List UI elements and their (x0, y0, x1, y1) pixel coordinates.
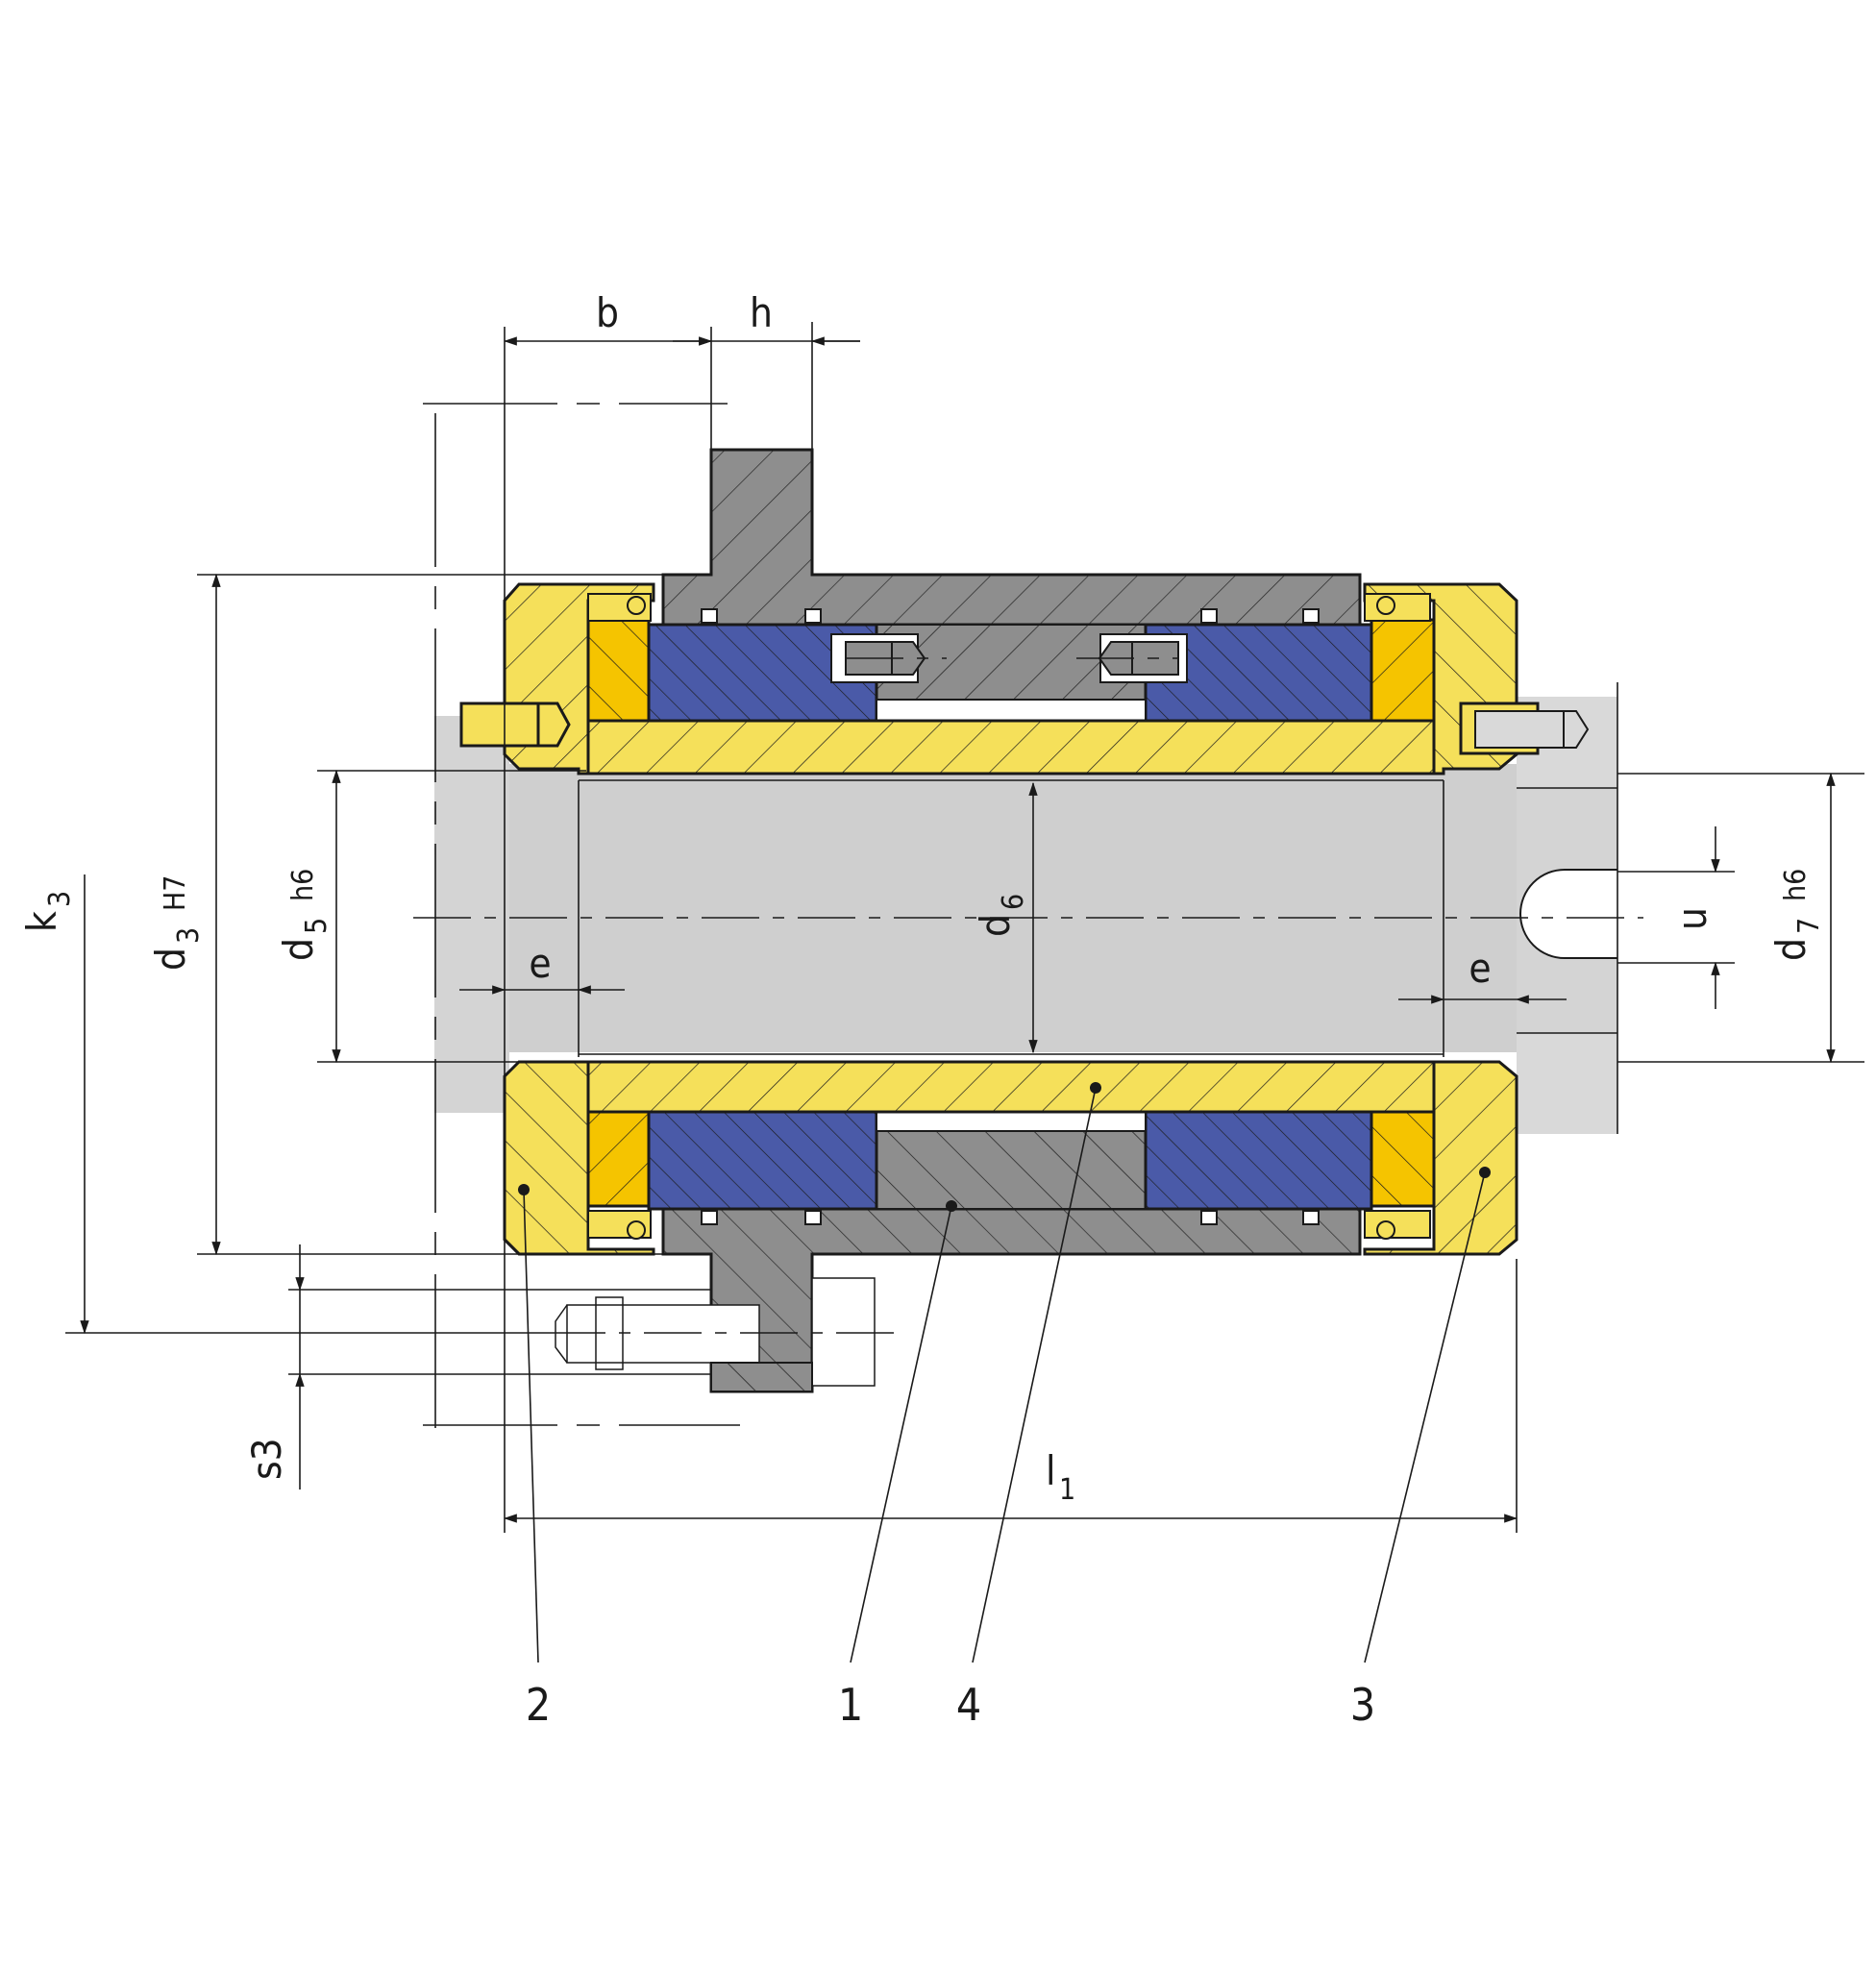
gland-left-part-2 (459, 582, 655, 1256)
svg-text:H7: H7 (159, 875, 192, 911)
svg-text:3: 3 (43, 891, 77, 907)
label-b: b (596, 289, 619, 336)
svg-text:d: d (972, 914, 1019, 937)
key-slot (1519, 869, 1617, 959)
svg-text:u: u (1668, 907, 1716, 930)
label-e-left: e (529, 940, 551, 987)
svg-text:d: d (147, 948, 194, 971)
shaft (434, 697, 1617, 1134)
callout-part-2: 2 (526, 1679, 551, 1731)
dimension-labels: b h k 3 d 3 H7 d 5 h6 d 6 d 7 h6 u s3 (18, 289, 1826, 1507)
dimension-lines (65, 322, 1864, 1533)
label-d3: d 3 H7 (147, 875, 206, 971)
svg-text:d: d (1767, 938, 1814, 961)
svg-text:5: 5 (300, 918, 333, 934)
mounting-bolt (555, 1277, 876, 1392)
svg-text:k: k (18, 911, 65, 932)
shaft-left-end (434, 716, 509, 1113)
label-s3: s3 (243, 1438, 290, 1480)
label-e-right: e (1469, 945, 1491, 992)
label-d7: d 7 h6 (1767, 869, 1826, 961)
svg-text:h6: h6 (1779, 869, 1813, 901)
label-d5: d 5 h6 (275, 869, 333, 961)
callout-part-4: 4 (956, 1679, 981, 1731)
label-l1: l 1 (1046, 1447, 1075, 1507)
callout-part-1: 1 (838, 1679, 863, 1731)
svg-text:d: d (275, 938, 322, 961)
callout-part-3: 3 (1350, 1679, 1375, 1731)
svg-text:s3: s3 (243, 1438, 290, 1480)
svg-text:h6: h6 (286, 869, 320, 901)
center-lines (413, 413, 1643, 1441)
label-u: u (1668, 907, 1716, 930)
set-screws-upper (830, 633, 1188, 1132)
gland-right-part-3 (1363, 582, 1590, 1256)
svg-text:7: 7 (1792, 918, 1826, 934)
svg-text:l: l (1046, 1447, 1056, 1494)
leader-lines (518, 1082, 1491, 1663)
part-callouts: 2 1 4 3 (526, 1679, 1375, 1731)
sleeve-part-4 (579, 719, 1445, 1114)
shaft-body (509, 764, 1517, 1052)
svg-text:1: 1 (1059, 1473, 1075, 1507)
svg-text:6: 6 (997, 894, 1030, 910)
label-k3: k 3 (18, 891, 77, 932)
svg-text:3: 3 (172, 927, 206, 944)
label-h: h (750, 289, 773, 336)
label-d6: d 6 (972, 894, 1030, 937)
